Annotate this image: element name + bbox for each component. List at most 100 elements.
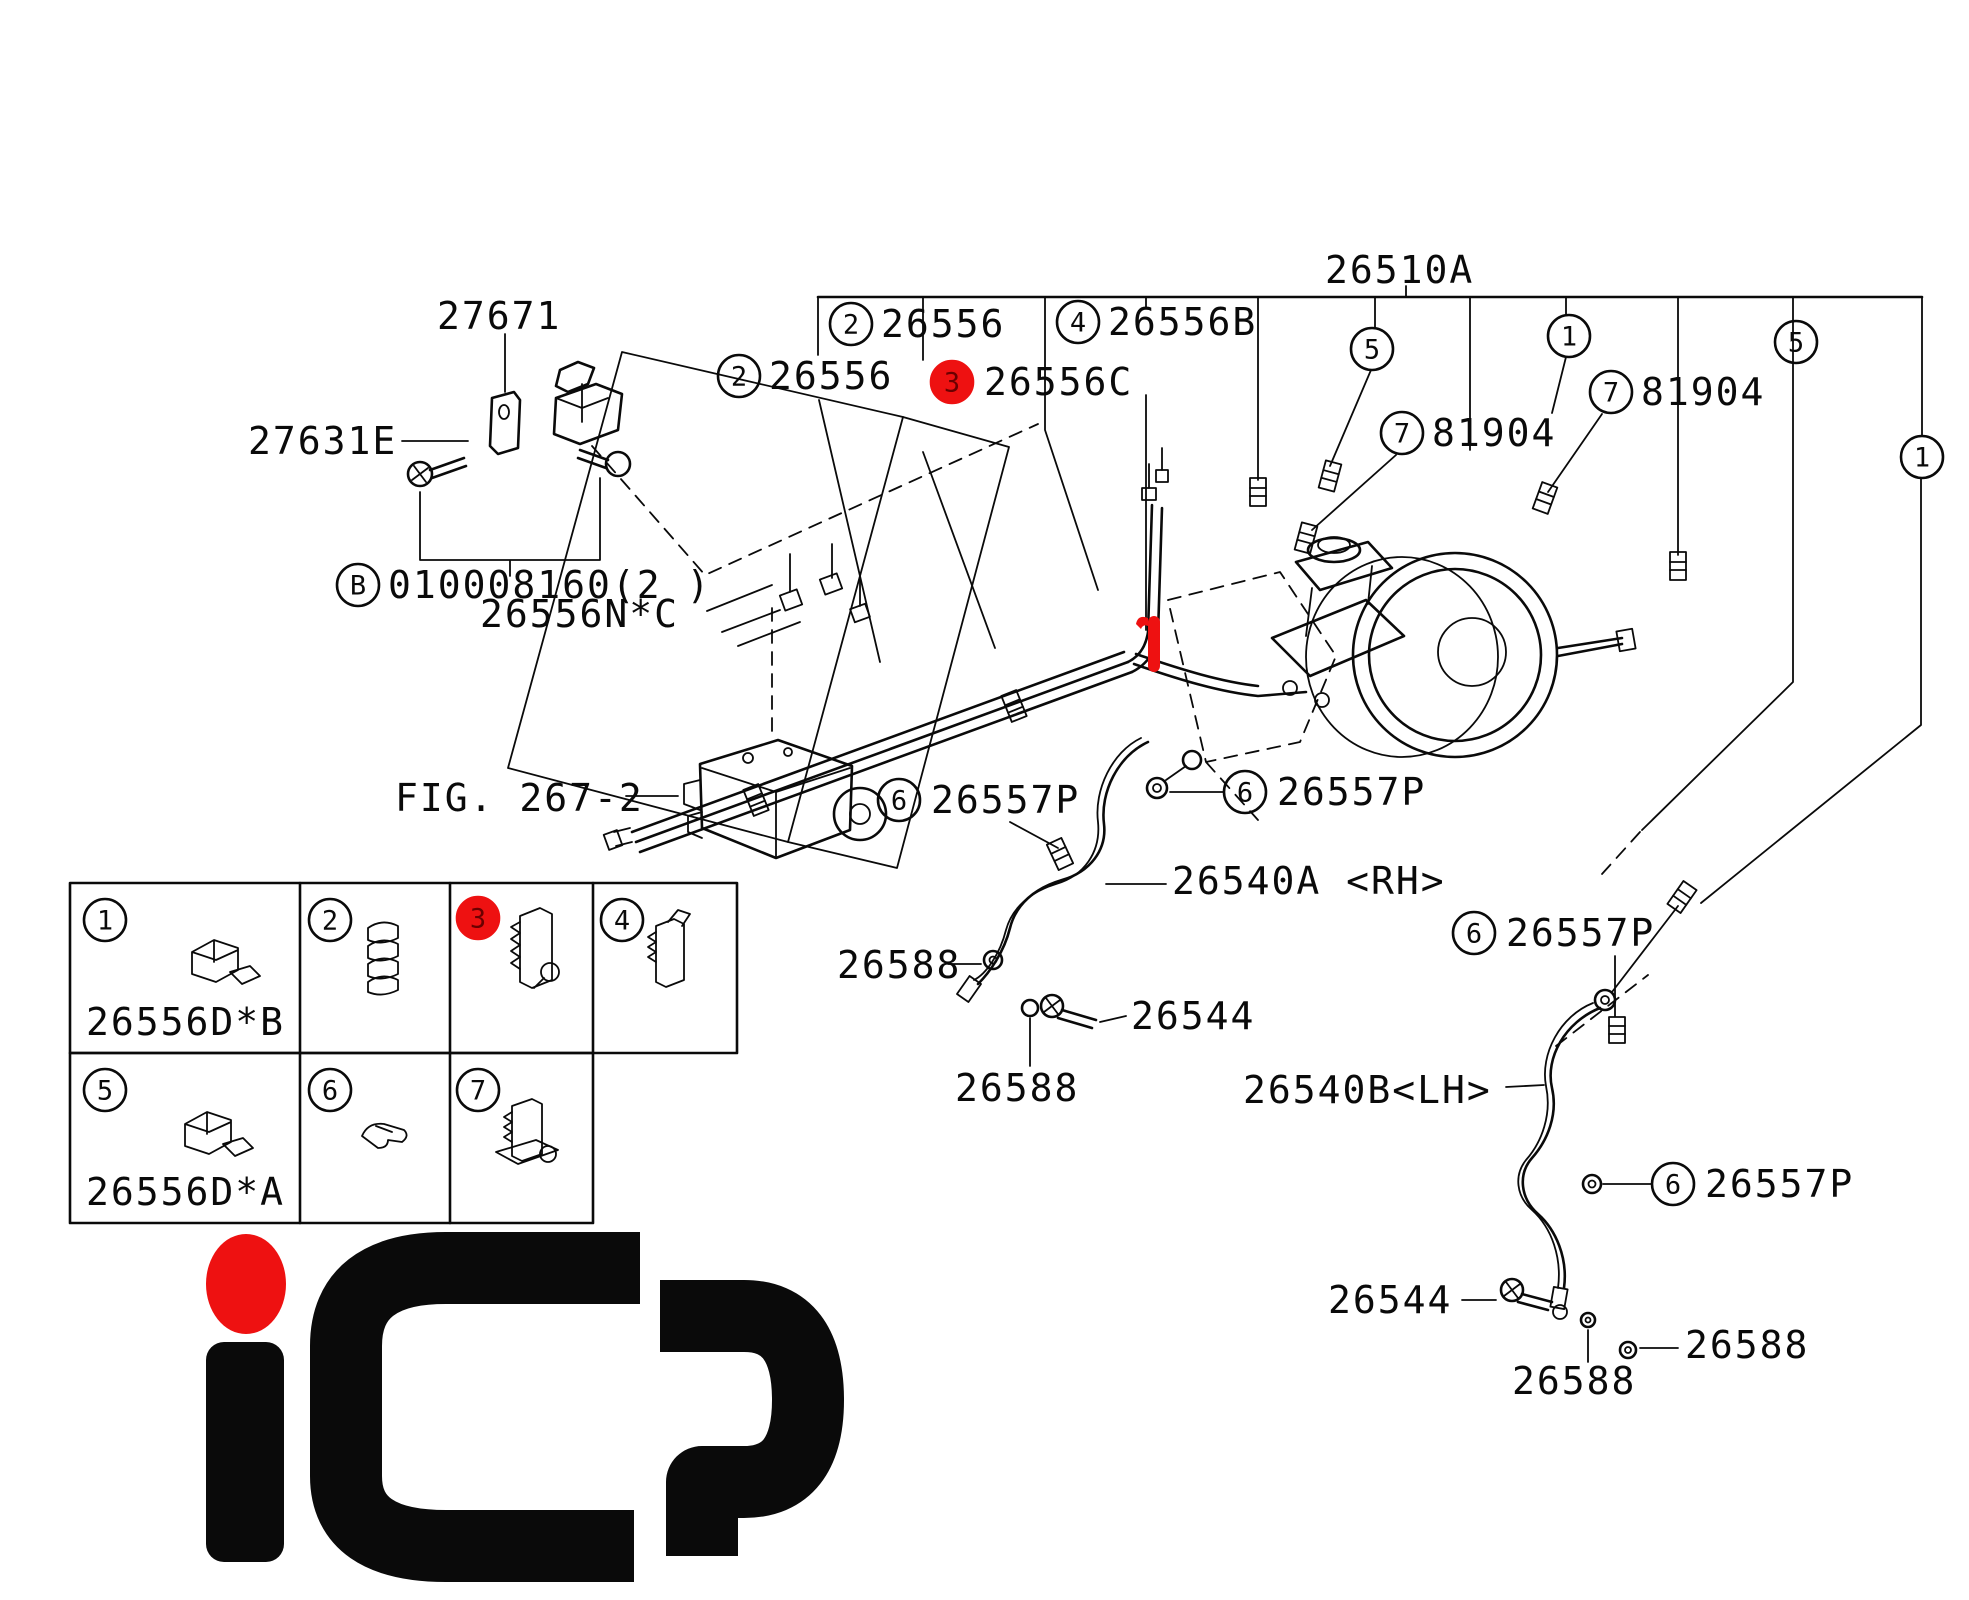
callout-5-right-num: 5 — [1788, 328, 1804, 359]
callout-1-left-num: 1 — [1561, 322, 1577, 353]
callout-7-81904-right-text: 81904 — [1641, 370, 1765, 414]
master-cylinder — [1270, 536, 1406, 708]
callout-1-right: 1 — [1899, 434, 1945, 480]
front-brake-hose-rh — [956, 737, 1225, 1003]
legend-5-num-circle — [82, 1067, 128, 1113]
callout-7-81904-left-text: 81904 — [1432, 411, 1556, 455]
logo-i-stem — [206, 1342, 284, 1562]
callout-26556n-c: 26556N*C — [480, 592, 677, 636]
leader-26540b — [1505, 1084, 1545, 1088]
callout-5-left-num: 5 — [1364, 335, 1380, 366]
legend-2-num-circle — [307, 897, 353, 943]
legend-3-num-circle — [455, 895, 501, 941]
logo-red-dot — [206, 1234, 286, 1334]
callout-7-81904-right-num: 7 — [1603, 378, 1619, 409]
leader-26544-1 — [1099, 1015, 1127, 1023]
leader-b-bracket — [419, 477, 601, 577]
callout-5-right-circle — [1773, 319, 1819, 365]
callout-7-81904-left-circle — [1379, 410, 1425, 456]
callout-26540b-lh-text: 26540B<LH> — [1243, 1068, 1492, 1112]
legend-4-num: 4 — [599, 897, 645, 943]
callout-1-right-circle — [1899, 434, 1945, 480]
callout-b-bolt-circle — [335, 562, 381, 608]
legend-4-num-circle — [599, 897, 645, 943]
callout-fig-267-2: FIG. 267-2 — [395, 776, 644, 820]
callout-5-left-circle — [1349, 326, 1395, 372]
legend-icon-2 — [367, 921, 399, 996]
callout-26588-4: 26588 — [1512, 1359, 1634, 1403]
legend-table — [68, 881, 739, 1225]
legend-icon-3 — [510, 907, 560, 989]
legend-2-num: 2 — [307, 897, 353, 943]
rh-hose-hardware — [947, 949, 1127, 1067]
callout-7-81904-left-num: 7 — [1394, 419, 1410, 450]
callout-27631e: 27631E — [248, 419, 397, 463]
legend-4-num-num: 4 — [614, 906, 630, 937]
logo-p — [660, 1280, 844, 1556]
callout-5-left: 5 — [1349, 326, 1395, 372]
callout-26510a: 26510A — [1325, 248, 1472, 292]
legend-1-part: 26556D*B — [86, 1000, 285, 1044]
callout-6-26557p-3-num: 6 — [1466, 919, 1482, 950]
front-brake-hose-lh — [1505, 905, 1679, 1310]
legend-5-part: 26556D*A — [86, 1170, 283, 1214]
firewall-panels — [507, 351, 1010, 869]
legend-icon-5 — [184, 1111, 254, 1157]
legend-2-num-num: 2 — [322, 906, 338, 937]
callout-26588-1-text: 26588 — [837, 943, 961, 987]
callout-2-26556-top-num: 2 — [843, 310, 859, 341]
callout-7-81904-right-circle — [1588, 369, 1634, 415]
callout-1-left-circle — [1546, 313, 1592, 359]
callout-b-bolt-text: 010008160(2 ) — [388, 563, 711, 607]
legend-icon-7 — [495, 1098, 559, 1165]
callout-4-26556b-circle — [1055, 299, 1101, 345]
legend-6-num: 6 — [307, 1067, 353, 1113]
callout-26540a-rh: 26540A <RH> — [1172, 859, 1446, 903]
callout-26588-3: 26588 — [1685, 1323, 1807, 1367]
leader-81904-left — [1311, 454, 1397, 531]
callout-26544-1: 26544 — [1131, 994, 1253, 1038]
proportioning-valve-assembly — [401, 333, 632, 577]
leader-81904-right — [1547, 413, 1603, 493]
callout-6-26557p-4-num: 6 — [1665, 1170, 1681, 1201]
legend-icon-4 — [647, 909, 691, 988]
highlighted-clip-3 — [1136, 616, 1160, 672]
booster-rod — [1556, 627, 1637, 658]
bolt-icon — [576, 448, 632, 478]
callout-26540a-rh-text: 26540A <RH> — [1172, 859, 1446, 903]
legend-3-num-num: 3 — [470, 904, 486, 935]
callout-27671: 27671 — [437, 294, 559, 338]
callout-4-26556b-num: 4 — [1070, 308, 1086, 339]
brake-booster — [1305, 551, 1559, 759]
bolt-icon — [406, 456, 468, 488]
callout-26588-1: 26588 — [837, 943, 961, 987]
callout-27631e-text: 27631E — [248, 419, 397, 463]
callout-26544-2-text: 26544 — [1328, 1278, 1452, 1322]
legend-6-num-num: 6 — [322, 1076, 338, 1107]
legend-7-num-num: 7 — [470, 1076, 486, 1107]
callout-6-26557p-2-text: 26557P — [1277, 770, 1426, 814]
callout-6-26557p-4: 6 26557P — [1650, 1161, 1854, 1207]
legend-6-num-circle — [307, 1067, 353, 1113]
callout-6-26557p-2-circle — [1222, 769, 1268, 815]
callout-3-26556c-circle — [929, 359, 975, 405]
legend-1-part-text: 26556D*B — [86, 1000, 285, 1044]
callout-bracket — [816, 285, 1924, 904]
callout-6-26557p-1-text: 26557P — [931, 778, 1080, 822]
pipe-connectors — [721, 543, 871, 647]
callout-fig-267-2-text: FIG. 267-2 — [395, 776, 644, 820]
callout-6-26557p-4-text: 26557P — [1705, 1162, 1854, 1206]
callout-26544-2: 26544 — [1328, 1278, 1452, 1322]
logo-c — [310, 1232, 640, 1582]
lh-hose-hardware — [1461, 1277, 1679, 1363]
legend-1-num-circle — [82, 897, 128, 943]
